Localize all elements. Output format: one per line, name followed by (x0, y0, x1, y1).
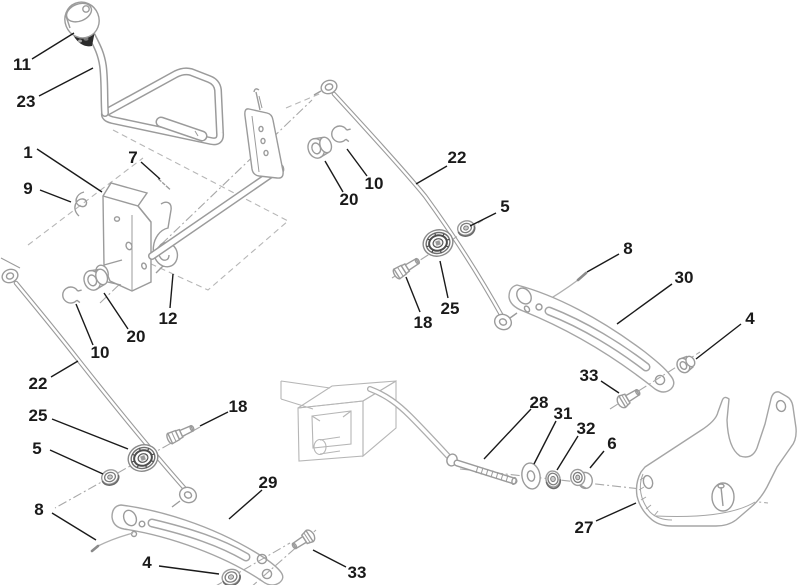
part-callout-10: 10 (91, 343, 110, 362)
idler-bracket (635, 391, 797, 527)
ball-joint-left (0, 257, 21, 284)
shoulder-bolt-lower (166, 424, 195, 445)
callout-leader-line (228, 489, 263, 520)
part-callout-20: 20 (340, 190, 359, 209)
part-callout-33: 33 (580, 366, 599, 385)
lever-plate (244, 88, 284, 179)
callout-leader-line (50, 360, 79, 378)
callout-leader-line (51, 418, 129, 450)
mount-bracket (95, 182, 152, 292)
part-callout-4: 4 (142, 553, 152, 572)
frame-hitch-reference (280, 380, 451, 462)
callout-leader-line (36, 148, 103, 193)
part-callout-9: 9 (23, 179, 32, 198)
part-callout-12: 12 (159, 309, 178, 328)
part-callout-7: 7 (128, 148, 137, 167)
ball-joint-upper (313, 79, 338, 96)
callout-leader-line (533, 420, 557, 465)
part-callout-22: 22 (29, 374, 48, 393)
callout-leader-line (51, 512, 97, 541)
callouts-layer: 11 23 1 9 7 10 20 22 5 8 30 4 25 18 33 12 20 10 22 25 18 5 8 29… (13, 32, 755, 582)
callout-leader-line (75, 303, 94, 346)
part-callout-18: 18 (229, 397, 248, 416)
callout-leader-line (31, 32, 75, 60)
part-callout-8: 8 (34, 500, 43, 519)
part-callout-25: 25 (29, 406, 48, 425)
lift-rod-right (331, 91, 518, 331)
spring-anchor-lower (90, 532, 134, 553)
callout-leader-line (38, 67, 94, 97)
callout-leader-line (600, 380, 620, 394)
pivot-bearing-lower (127, 444, 159, 472)
roll-pin (157, 178, 171, 190)
callout-leader-line (324, 160, 344, 193)
part-callout-18: 18 (414, 313, 433, 332)
part-callout-27: 27 (575, 518, 594, 537)
flange-nut-bottom (221, 568, 241, 585)
callout-leader-line (589, 450, 605, 469)
callout-leader-line (469, 212, 497, 227)
lift-arm-right (508, 284, 675, 393)
part-callout-5: 5 (500, 197, 509, 216)
flange-bushing-upper (307, 136, 333, 159)
carriage-bolt-bottom (291, 529, 316, 550)
callout-leader-line (199, 411, 229, 427)
callout-leader-line (49, 449, 104, 475)
torsion-spring (152, 201, 179, 274)
callout-leader-line (415, 165, 448, 185)
part-callout-23: 23 (17, 92, 36, 111)
flange-hex-nut (570, 468, 593, 490)
part-callout-28: 28 (530, 393, 549, 412)
part-callout-8: 8 (623, 239, 632, 258)
lift-arm-left (111, 504, 284, 585)
callout-leader-line (103, 292, 129, 330)
flange-bushing-right (676, 355, 696, 374)
callout-leader-line (39, 189, 72, 203)
callout-leader-line (140, 161, 161, 180)
retaining-clip-lower (62, 286, 82, 304)
flange-nut-upper (456, 220, 476, 237)
part-callout-31: 31 (554, 404, 573, 423)
part-callout-11: 11 (13, 55, 31, 74)
lift-handle (86, 28, 225, 146)
hairpin-cotter (74, 191, 88, 217)
flange-bushing-lower (83, 268, 109, 291)
callout-leader-line (595, 502, 637, 522)
part-callout-32: 32 (577, 419, 596, 438)
part-callout-20: 20 (127, 327, 146, 346)
part-callout-22: 22 (448, 148, 467, 167)
lift-rod-left (13, 280, 198, 508)
retaining-clip-upper (331, 125, 351, 143)
callout-leader-line (405, 276, 421, 313)
part-callout-10: 10 (365, 174, 384, 193)
part-callout-25: 25 (441, 299, 460, 318)
callout-leader-line (695, 323, 742, 360)
part-callout-4: 4 (745, 309, 755, 328)
part-callout-1: 1 (23, 143, 32, 162)
part-callout-30: 30 (675, 268, 694, 287)
part-callout-6: 6 (607, 434, 616, 453)
carriage-bolt-right (616, 388, 641, 409)
callout-leader-line (439, 260, 449, 299)
callout-leader-line (346, 148, 368, 177)
flange-nut-lower (100, 469, 120, 486)
callout-leader-line (158, 565, 220, 575)
shoulder-bolt-upper (392, 257, 421, 280)
callout-leader-line (312, 549, 347, 568)
part-callout-5: 5 (32, 439, 41, 458)
threaded-link (446, 453, 518, 486)
callout-leader-line (616, 283, 673, 325)
flat-washer (521, 462, 541, 490)
part-callout-33: 33 (348, 563, 367, 582)
callout-leader-line (169, 273, 174, 309)
lock-nut (545, 470, 562, 490)
phantom-reference-lines (27, 88, 332, 304)
callout-leader-line (586, 253, 620, 273)
pivot-bearing-upper (422, 229, 454, 257)
part-callout-29: 29 (259, 473, 278, 492)
callout-leader-line (483, 408, 532, 460)
control-knob (64, 1, 100, 47)
callout-leader-line (556, 435, 579, 471)
